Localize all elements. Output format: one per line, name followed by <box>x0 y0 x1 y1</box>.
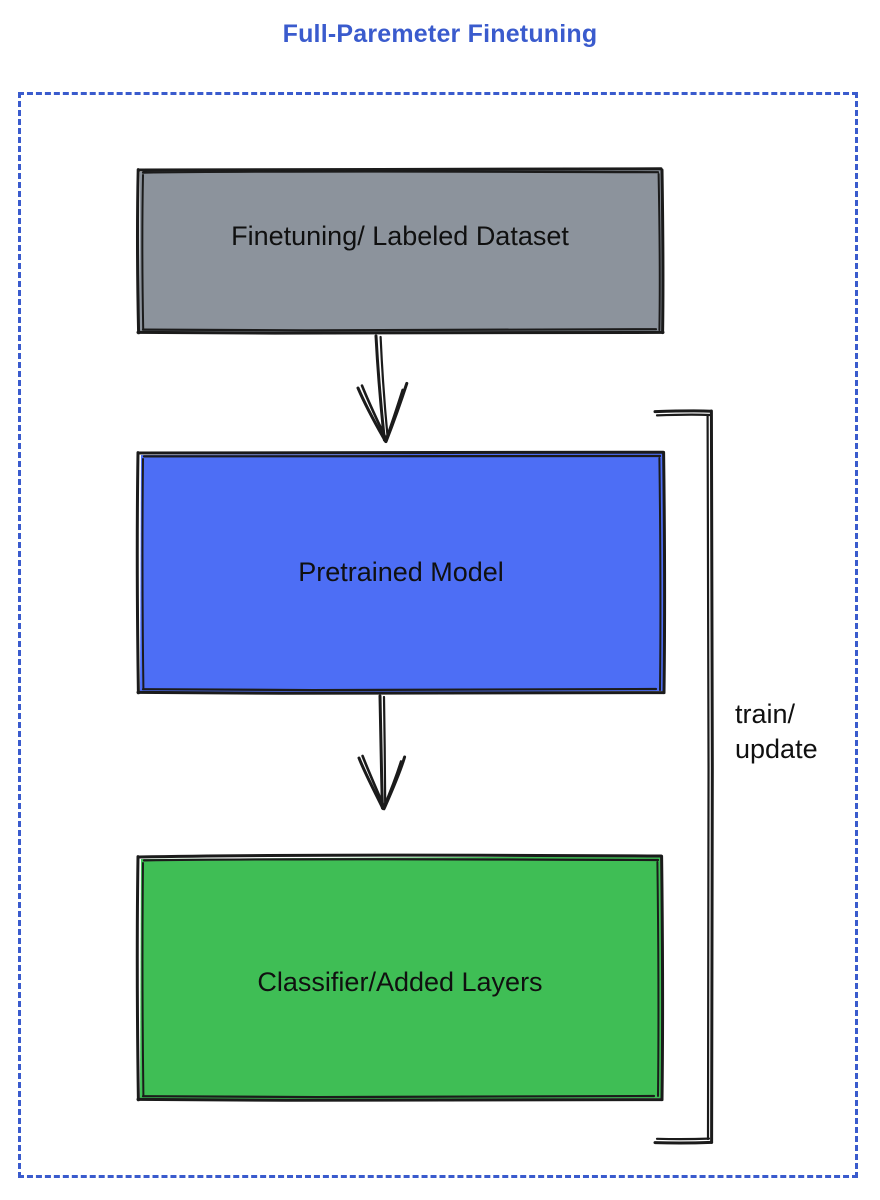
node-classifier-shape[interactable] <box>135 853 665 1103</box>
node-dataset-shape[interactable] <box>135 167 665 335</box>
node-pretrained-shape[interactable] <box>135 450 667 696</box>
node-classifier-label: Classifier/Added Layers <box>257 967 543 997</box>
edge-pretrained-to-classifier <box>357 694 407 811</box>
edge-feedback-loop <box>653 409 714 1145</box>
node-pretrained[interactable]: Pretrained Model <box>138 451 664 694</box>
edge-feedback-loop-label: train/ update <box>735 699 818 764</box>
node-classifier[interactable]: Classifier/Added Layers <box>138 855 662 1101</box>
edge-dataset-to-pretrained <box>356 334 409 444</box>
node-dataset[interactable]: Finetuning/ Labeled Dataset <box>138 168 662 334</box>
diagram-frame <box>18 92 858 1178</box>
node-dataset-label: Finetuning/ Labeled Dataset <box>231 221 569 251</box>
node-pretrained-label: Pretrained Model <box>298 557 504 588</box>
page-title: Full-Paremeter Finetuning <box>282 20 598 48</box>
